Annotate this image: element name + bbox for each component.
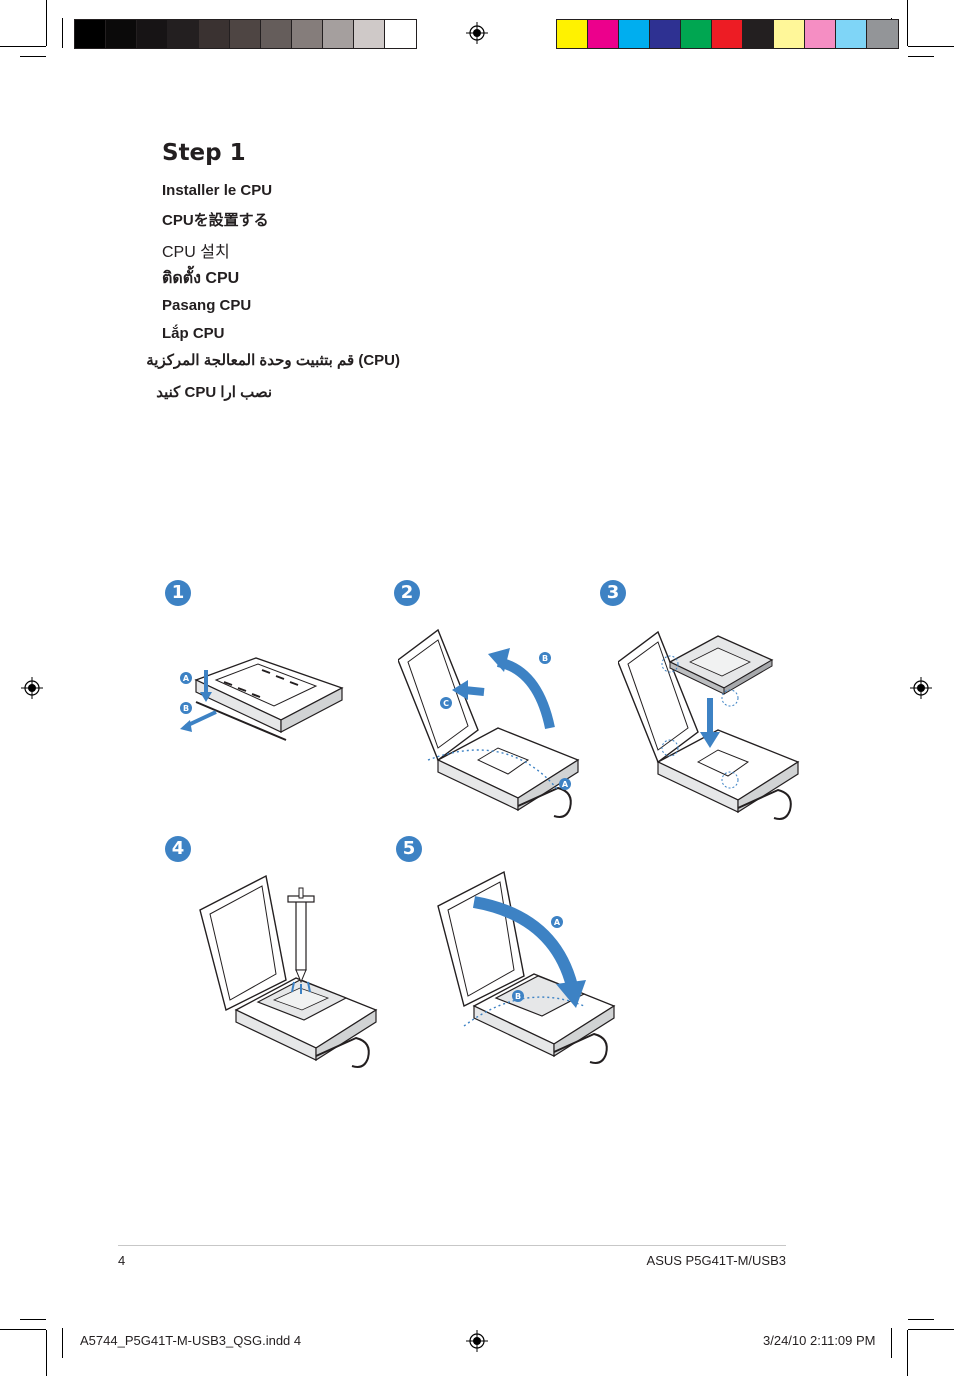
crop-mark (907, 0, 908, 46)
translation-persian: نصب ارا CPU کنید (156, 384, 272, 401)
color-swatch (354, 20, 385, 48)
crop-mark (908, 46, 954, 47)
color-swatch (106, 20, 137, 48)
color-swatch (712, 20, 743, 48)
crop-mark (46, 0, 47, 46)
color-swatch (805, 20, 836, 48)
color-swatch (75, 20, 106, 48)
translation-korean: CPU 설치 (162, 244, 230, 261)
color-swatch (681, 20, 712, 48)
translation-vietnamese: Lắp CPU (162, 325, 225, 342)
callout-b: B (183, 704, 189, 713)
crop-mark (62, 18, 63, 48)
registration-target-icon (21, 677, 43, 699)
crop-mark (891, 1328, 892, 1358)
cpu-socket-open-lid-illustration: B C A (398, 628, 580, 818)
crop-mark (20, 56, 46, 57)
color-swatch (836, 20, 867, 48)
step-number-badge: 3 (600, 580, 626, 606)
translation-french: Installer le CPU (162, 182, 273, 199)
translation-thai: ติดตั้ง CPU (162, 270, 240, 287)
step-number-badge: 5 (396, 836, 422, 862)
crop-mark (908, 56, 934, 57)
color-swatch (557, 20, 588, 48)
thermal-paste-application-illustration (199, 874, 378, 1068)
color-swatch (323, 20, 354, 48)
color-swatch (774, 20, 805, 48)
callout-b: B (515, 992, 521, 1001)
slug-file-name: A5744_P5G41T-M-USB3_QSG.indd 4 (80, 1333, 302, 1348)
color-swatch (199, 20, 230, 48)
color-swatch (261, 20, 292, 48)
color-swatch (867, 20, 898, 48)
crop-mark (0, 46, 46, 47)
callout-a: A (562, 780, 569, 789)
cpu-socket-close-lid-illustration: A B (437, 870, 616, 1064)
process-color-bar (556, 19, 899, 49)
callout-a: A (183, 674, 190, 683)
translation-indonesian: Pasang CPU (162, 297, 252, 314)
slug-timestamp: 3/24/10 2:11:09 PM (763, 1333, 876, 1348)
page-title: Step 1 (162, 140, 246, 166)
crop-mark (907, 1330, 908, 1376)
crop-mark (908, 1329, 954, 1330)
grayscale-color-bar (74, 19, 417, 49)
crop-mark (20, 1319, 46, 1320)
step-number-badge: 4 (165, 836, 191, 862)
color-swatch (292, 20, 323, 48)
cpu-socket-lever-release-illustration: A B (180, 657, 344, 741)
callout-b: B (542, 654, 548, 663)
color-swatch (137, 20, 168, 48)
product-model: ASUS P5G41T-M/USB3 (646, 1253, 786, 1268)
translation-arabic: (CPU) قم بتثبيت وحدة المعالجة المركزية (146, 352, 400, 369)
color-swatch (743, 20, 774, 48)
page-number: 4 (118, 1253, 126, 1268)
step-number-badge: 1 (165, 580, 191, 606)
color-swatch (168, 20, 199, 48)
crop-mark (62, 1328, 63, 1358)
color-swatch (588, 20, 619, 48)
callout-a: A (554, 918, 561, 927)
crop-mark (46, 1330, 47, 1376)
crop-mark (908, 1319, 934, 1320)
translation-japanese: CPUを設置する (162, 212, 269, 229)
callout-c: C (443, 699, 449, 708)
step-number-badge: 2 (394, 580, 420, 606)
registration-target-icon (910, 677, 932, 699)
registration-target-icon (466, 22, 488, 44)
color-swatch (230, 20, 261, 48)
color-swatch (650, 20, 681, 48)
cpu-placement-illustration (618, 630, 800, 820)
footer-divider (118, 1245, 786, 1246)
color-swatch (385, 20, 416, 48)
crop-mark (0, 1329, 46, 1330)
registration-target-icon (466, 1330, 488, 1352)
color-swatch (619, 20, 650, 48)
